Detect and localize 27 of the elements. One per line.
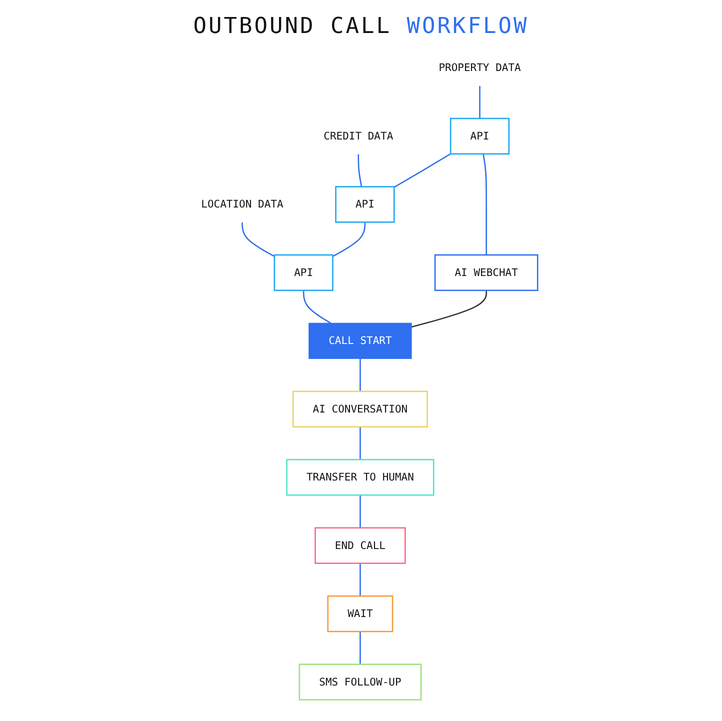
connector (482, 154, 487, 255)
node-box: TRANSFER TO HUMAN (286, 458, 434, 496)
connector (479, 86, 480, 118)
connector (360, 358, 361, 392)
connector (302, 290, 332, 324)
connector (394, 153, 451, 188)
node-text: LOCATION DATA (201, 198, 284, 210)
node-text: PROPERTY DATA (438, 61, 521, 74)
node-box: AI WEBCHAT (434, 254, 538, 292)
connector (360, 426, 361, 460)
connector (360, 563, 361, 596)
title: OUTBOUND CALL WORKFLOW (192, 14, 530, 39)
connector (360, 495, 361, 528)
node-box: END CALL (314, 527, 406, 564)
node-text: CREDIT DATA (324, 130, 394, 142)
connector (411, 290, 487, 328)
node-box: API (450, 118, 510, 155)
connector (358, 154, 362, 187)
node-box: API (335, 186, 395, 223)
node-box: AI CONVERSATION (292, 390, 428, 428)
connector (242, 222, 275, 258)
connector (332, 222, 366, 258)
connector (360, 632, 361, 664)
node-box: API (274, 254, 334, 292)
node-box: WAIT (327, 595, 394, 632)
node-box: SMS FOLLOW-UP (298, 664, 422, 700)
node-box: CALL START (308, 322, 412, 359)
